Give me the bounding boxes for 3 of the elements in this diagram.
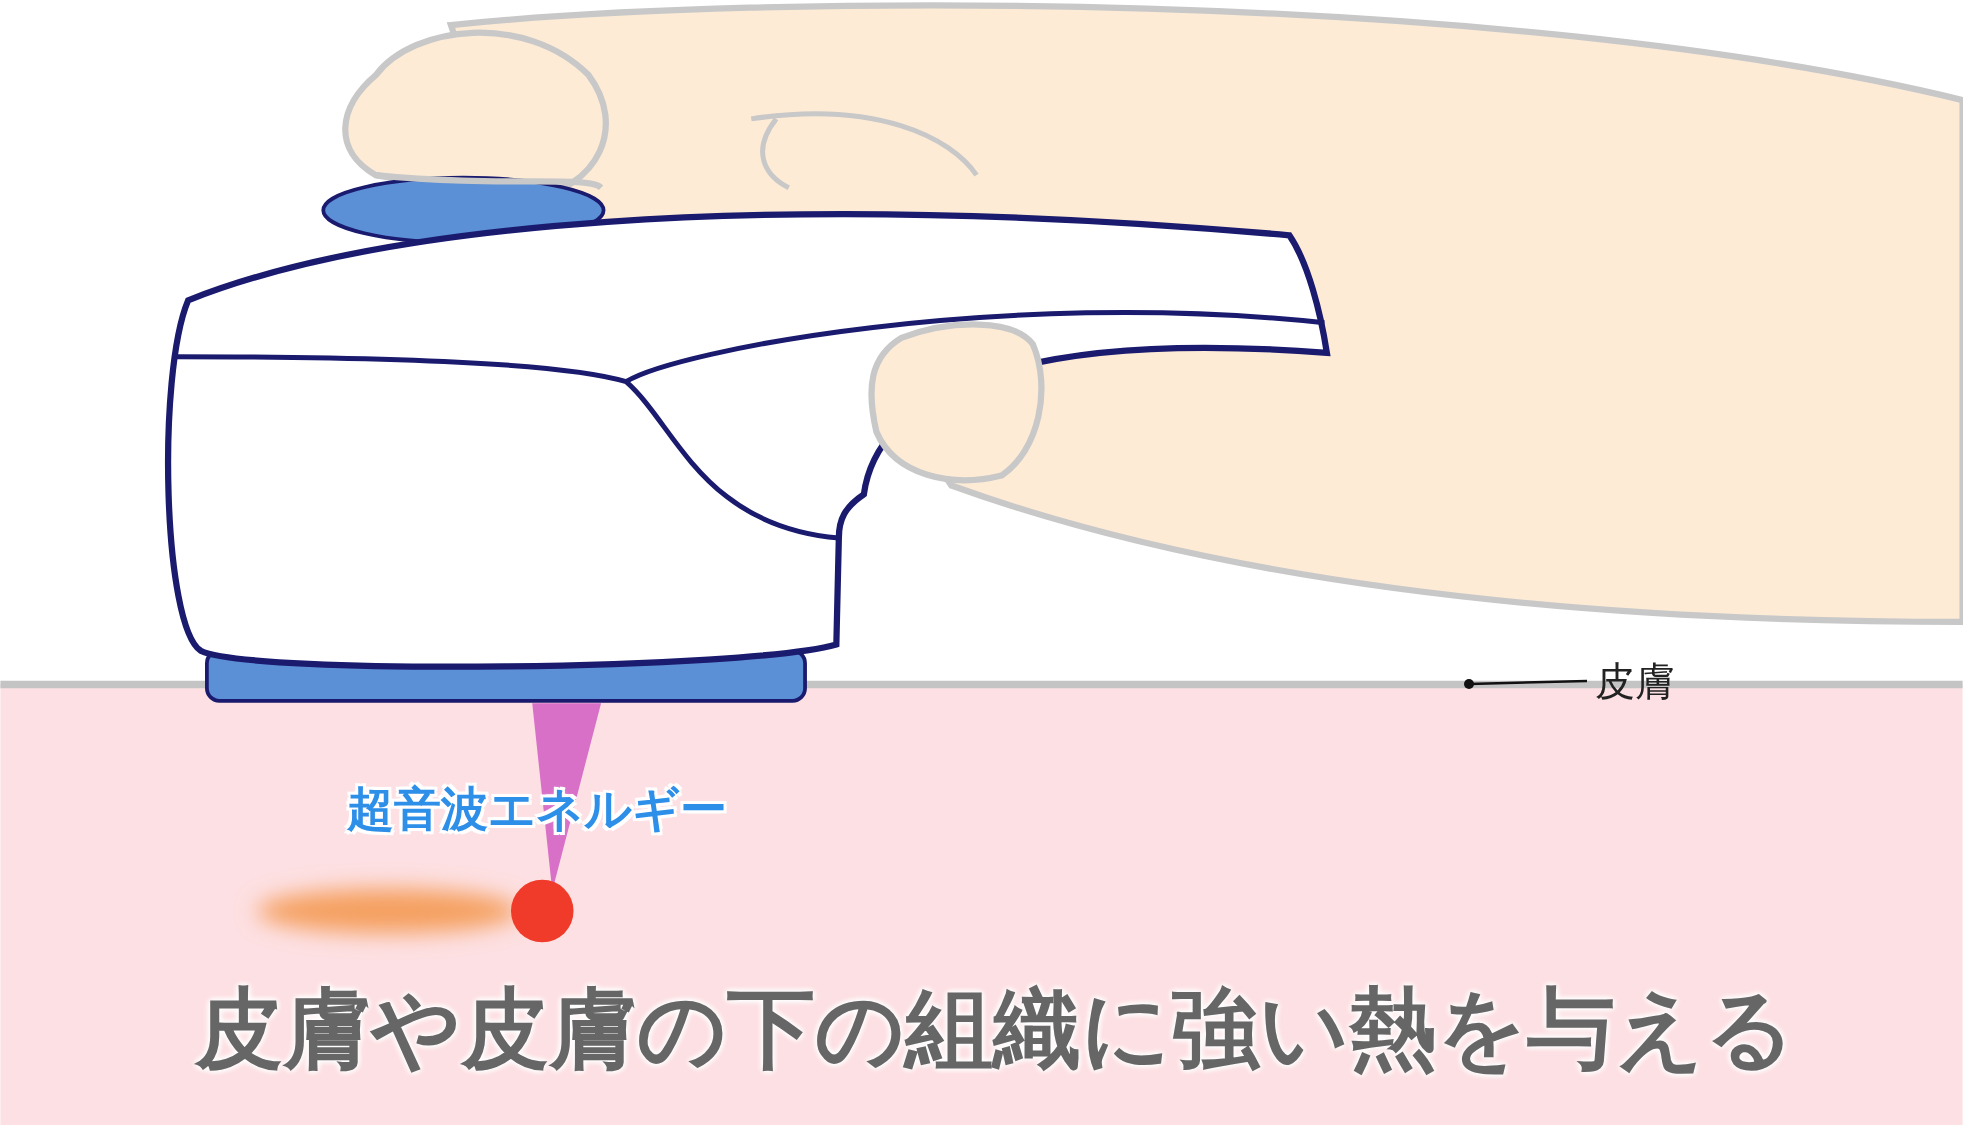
- leader-line: [1464, 679, 1588, 689]
- caption-text: 皮膚や皮膚の下の組織に強い熱を与える: [195, 985, 1795, 1073]
- skin-label: 皮膚: [1595, 661, 1675, 701]
